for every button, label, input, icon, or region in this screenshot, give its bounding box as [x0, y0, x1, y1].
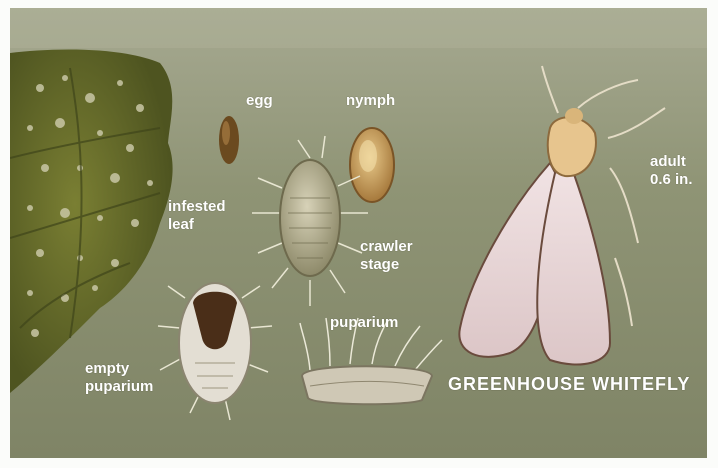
whitefly-illustration: egg nymph infested leaf crawler stage pu…: [10, 8, 707, 458]
empty-puparium-drawing: [158, 283, 272, 420]
infested-leaf-drawing: [10, 49, 173, 393]
species-title: GREENHOUSE WHITEFLY: [448, 374, 690, 395]
label-empty-puparium-line2: puparium: [85, 378, 153, 395]
label-egg: egg: [246, 92, 273, 109]
label-nymph: nymph: [346, 92, 395, 109]
nymph-drawing: [350, 128, 394, 202]
label-infested-leaf-line2: leaf: [168, 216, 194, 233]
label-crawler-stage-line2: stage: [360, 256, 399, 273]
label-puparium: puparium: [330, 314, 398, 331]
adult-whitefly-drawing: [459, 66, 665, 365]
label-infested-leaf-line1: infested: [168, 198, 226, 215]
label-crawler-stage-line1: crawler: [360, 238, 413, 255]
label-adult-size: 0.6 in.: [650, 171, 693, 188]
label-adult-line1: adult: [650, 153, 686, 170]
label-empty-puparium-line1: empty: [85, 360, 129, 377]
